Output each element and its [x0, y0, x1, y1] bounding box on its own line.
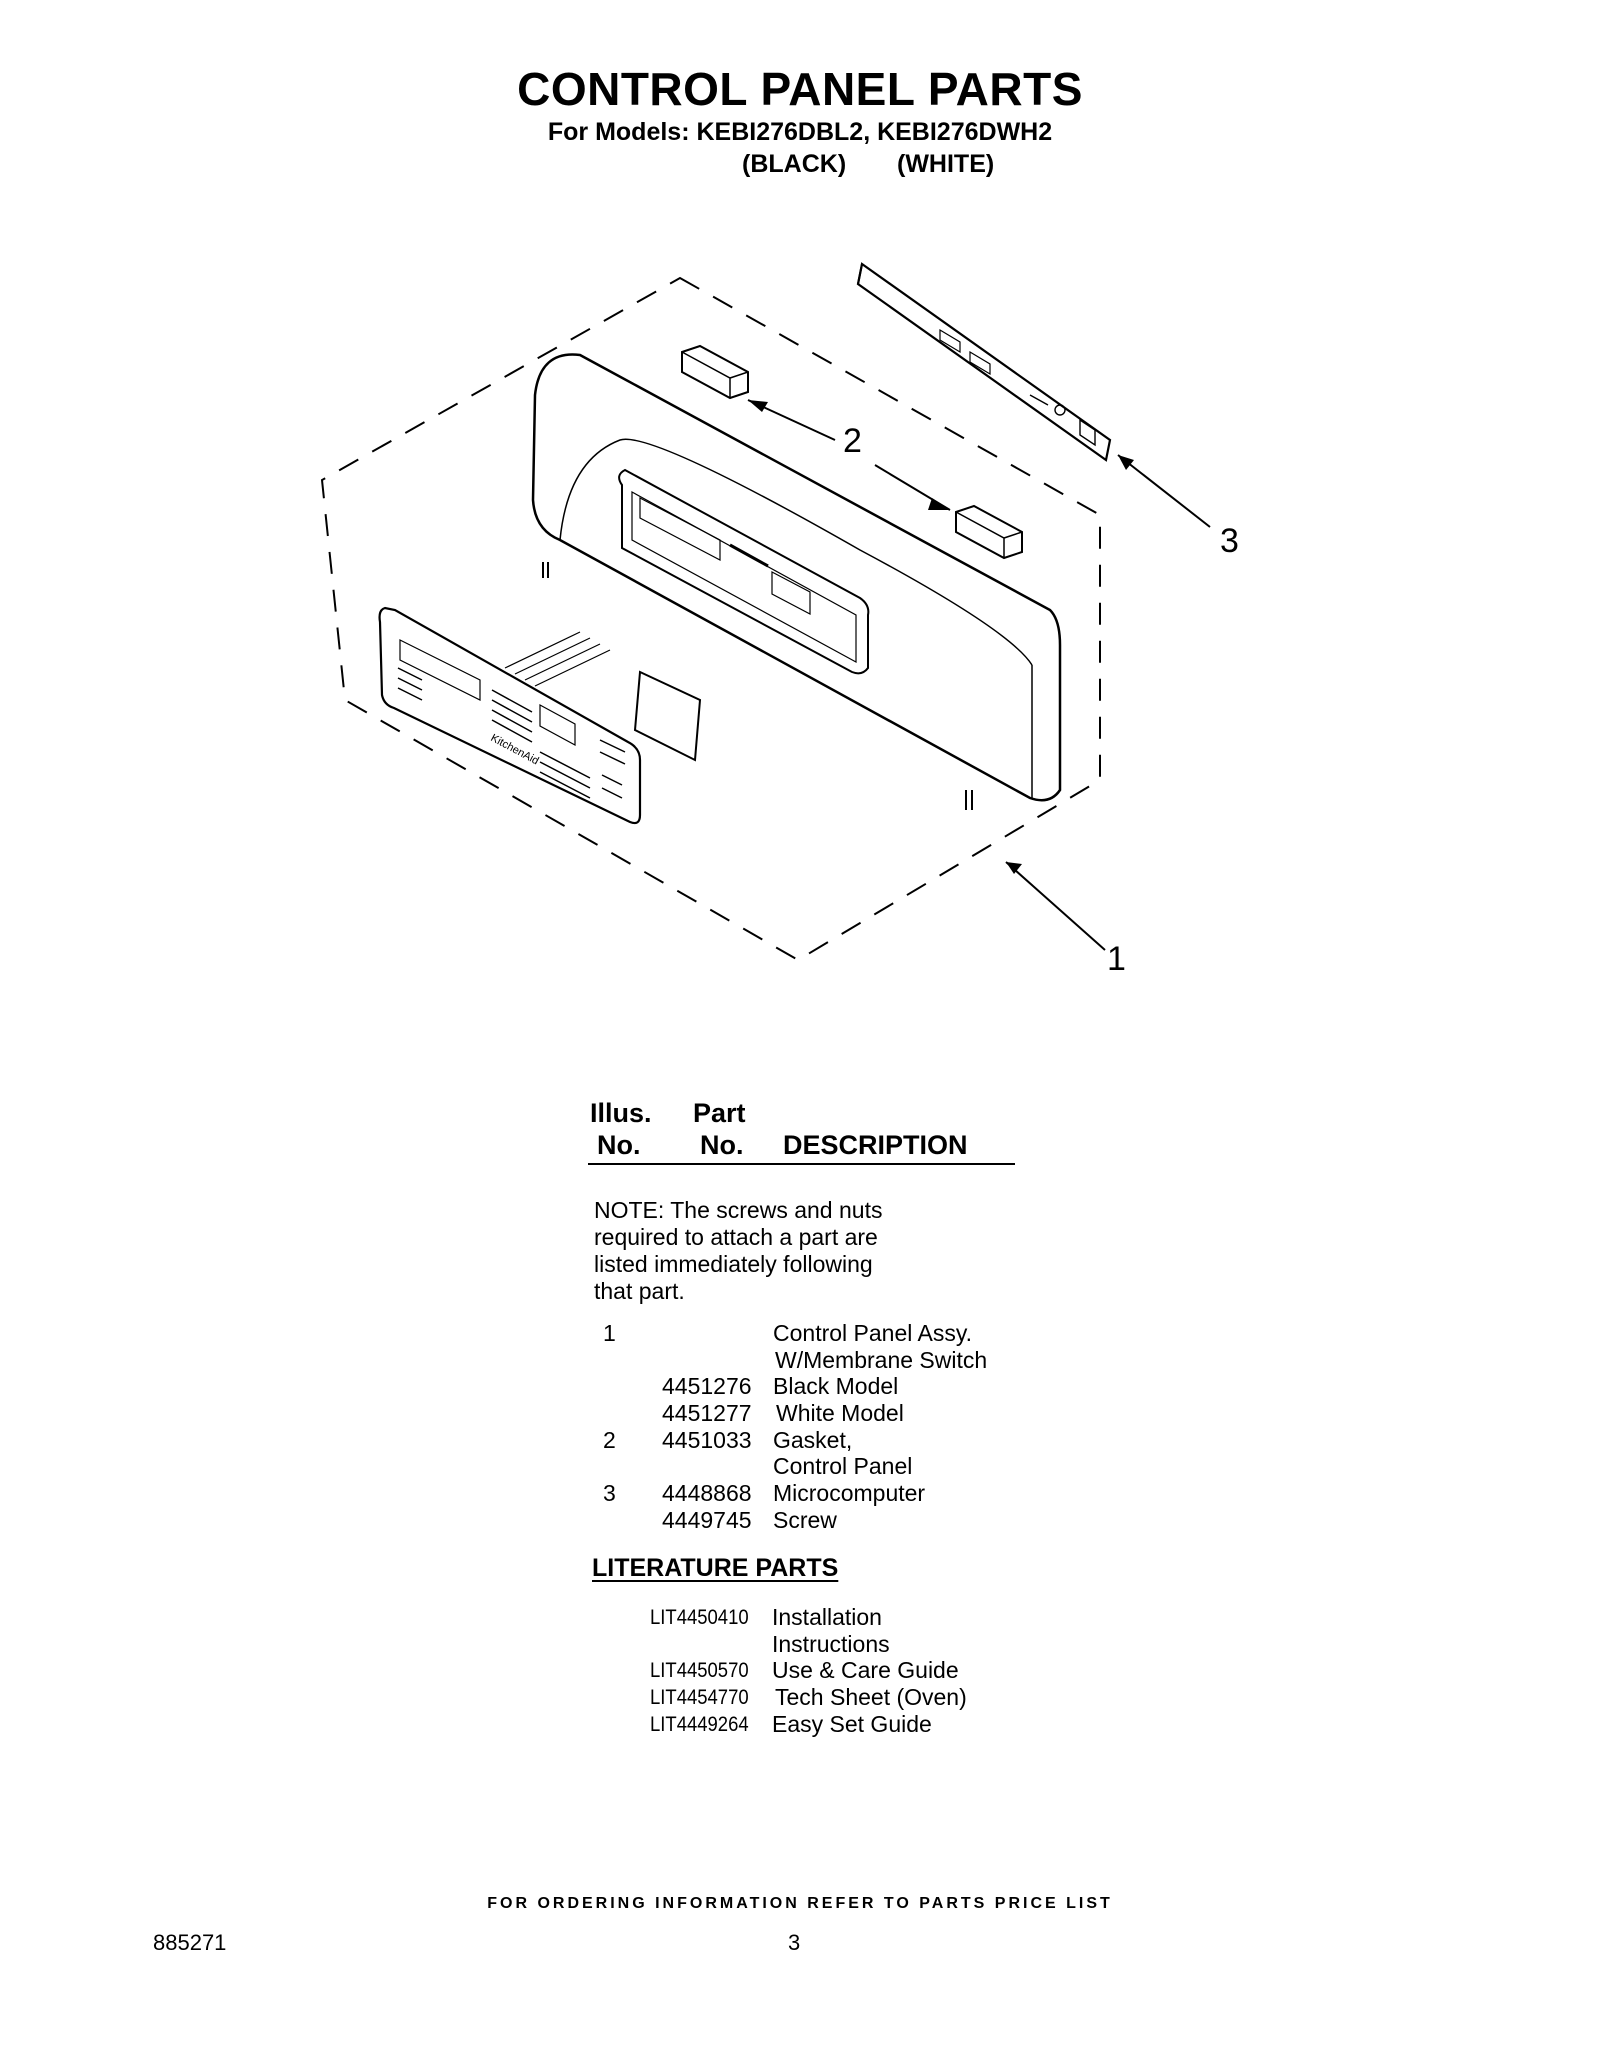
- note-line: NOTE: The screws and nuts: [594, 1197, 883, 1223]
- description: Control Panel: [773, 1453, 913, 1479]
- leader-arrow-1: [1005, 861, 1106, 951]
- lit-description: Use & Care Guide: [772, 1657, 959, 1683]
- lit-part-no: LIT4454770: [650, 1686, 749, 1709]
- color-white-label: (WHITE): [897, 150, 995, 178]
- microcomputer-board: [856, 262, 1112, 462]
- description: Gasket,: [773, 1427, 853, 1453]
- lit-part-no: LIT4450570: [650, 1659, 749, 1682]
- illus-no: 2: [603, 1427, 616, 1453]
- description: Control Panel Assy.: [773, 1320, 973, 1346]
- color-black-label: (BLACK): [742, 150, 847, 178]
- description: Black Model: [773, 1373, 899, 1399]
- col-part-header-2: No.: [700, 1130, 744, 1160]
- lit-description: Tech Sheet (Oven): [775, 1684, 967, 1710]
- part-no: 4451277: [662, 1400, 752, 1426]
- insulator-sheet: [633, 670, 702, 762]
- header-rule: [588, 1163, 1015, 1165]
- illus-no: 1: [603, 1320, 616, 1346]
- control-panel-housing: [531, 353, 1062, 810]
- description: Microcomputer: [773, 1480, 926, 1506]
- note-line: required to attach a part are: [594, 1224, 878, 1250]
- lit-description: Easy Set Guide: [772, 1711, 932, 1737]
- gasket-upper: [681, 344, 749, 400]
- callout-1: 1: [1107, 940, 1126, 978]
- lit-part-no: LIT4450410: [650, 1606, 749, 1629]
- models-line: For Models: KEBI276DBL2, KEBI276DWH2: [547, 118, 1053, 146]
- description: White Model: [776, 1400, 904, 1426]
- callout-3: 3: [1220, 522, 1239, 560]
- lit-description: Installation: [772, 1604, 882, 1630]
- col-description-header: DESCRIPTION: [783, 1130, 968, 1160]
- brand-mark: KitchenAid: [489, 732, 541, 767]
- leader-arrow-3: [1117, 454, 1211, 528]
- part-no: 4448868: [662, 1480, 752, 1506]
- description: Screw: [773, 1507, 837, 1533]
- note-line: that part.: [594, 1278, 685, 1304]
- page-title: CONTROL PANEL PARTS: [517, 63, 1083, 115]
- assembly-boundary: [320, 276, 1101, 962]
- part-no: 4451276: [662, 1373, 752, 1399]
- lit-description: Instructions: [772, 1631, 890, 1657]
- page-number: 3: [788, 1930, 801, 1955]
- callout-2: 2: [843, 422, 862, 460]
- description: W/Membrane Switch: [775, 1347, 988, 1373]
- note-line: listed immediately following: [594, 1251, 873, 1277]
- exploded-diagram: KitchenAid: [320, 262, 1211, 962]
- col-illus-header-2: No.: [597, 1130, 641, 1160]
- part-no: 4451033: [662, 1427, 752, 1453]
- parts-note: NOTE: The screws and nuts required to at…: [594, 1197, 882, 1305]
- gasket-lower: [955, 504, 1023, 560]
- part-no: 4449745: [662, 1507, 752, 1533]
- col-part-header-1: Part: [693, 1098, 746, 1128]
- membrane-switch-overlay: [378, 606, 642, 825]
- document-number: 885271: [153, 1930, 227, 1955]
- col-illus-header-1: Illus.: [590, 1098, 652, 1128]
- illus-no: 3: [603, 1480, 616, 1506]
- ordering-info: FOR ORDERING INFORMATION REFER TO PARTS …: [487, 1895, 1113, 1912]
- lit-part-no: LIT4449264: [650, 1713, 749, 1736]
- literature-heading: LITERATURE PARTS: [592, 1554, 839, 1582]
